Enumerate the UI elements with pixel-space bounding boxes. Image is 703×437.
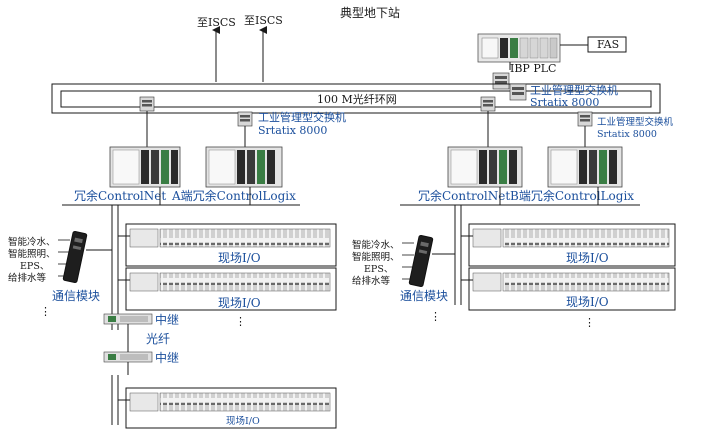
controlnet-b-label: 冗余ControlNet	[418, 188, 510, 203]
switch-b-side	[577, 111, 593, 127]
ellipsis-b-1: ⋮	[584, 316, 595, 329]
fas-box: FAS	[587, 36, 627, 53]
controlnet-a-label: 冗余ControlNet	[74, 188, 166, 203]
link-lines-b	[487, 111, 586, 147]
subsystem-b-1: 智能冷水、	[352, 239, 400, 251]
switch-b-label-2: Srtatix 8000	[597, 129, 657, 140]
fas-label: FAS	[597, 38, 619, 51]
ring-switch-main-label-1: 工业管理型交换机	[530, 83, 618, 97]
field-io-b-2: 现场I/O	[566, 295, 609, 309]
field-io-a-3: 现场I/O	[226, 416, 260, 427]
to-iscs-left-label: 至ISCS	[197, 16, 236, 29]
switch-a-label-1: 工业管理型交换机	[258, 110, 346, 124]
logix-a-label: A端冗余ControlLogix	[171, 188, 296, 203]
repeater-a-2-label: 中继	[155, 350, 179, 365]
repeater-a-1	[103, 313, 153, 325]
ring-switch-main-label-2: Srtatix 8000	[530, 96, 599, 109]
subsystem-b-4: 给排水等	[352, 275, 391, 287]
io-rack-a-2	[118, 267, 337, 311]
subsystem-a-1: 智能冷水、	[8, 236, 56, 248]
fiber-label: 光纤	[146, 332, 170, 346]
io-rack-b-2	[461, 267, 676, 311]
comm-module-b	[408, 234, 434, 288]
switch-b-label-1: 工业管理型交换机	[597, 116, 674, 128]
repeater-a-1-label: 中继	[155, 312, 179, 327]
ellipsis-a-1: ⋮	[235, 315, 246, 328]
io-rack-b-1	[461, 223, 676, 267]
ibp-plc-device	[477, 33, 561, 63]
controllogix-a-2	[205, 146, 283, 188]
to-iscs-right: 至ISCS	[244, 14, 283, 82]
fiber-ring-network	[51, 83, 661, 114]
comm-module-b-label: 通信模块	[400, 289, 448, 303]
ring-switch-main	[509, 83, 527, 101]
field-io-a-2: 现场I/O	[218, 296, 261, 310]
repeater-a-2	[103, 351, 153, 363]
subsystems-a: 智能冷水、 智能照明、 EPS、 给排水等	[8, 236, 56, 284]
subsystem-a-4: 给排水等	[8, 272, 47, 284]
bus-b-vertical	[454, 205, 462, 305]
link-lines-a	[146, 111, 246, 147]
subsystem-a-2: 智能照明、	[8, 248, 56, 260]
controllogix-a-1	[109, 146, 181, 188]
controllogix-b-1	[447, 146, 523, 188]
to-iscs-right-label: 至ISCS	[244, 14, 283, 27]
ellipsis-b-2: ⋮	[430, 310, 441, 323]
subsystem-b-3: EPS、	[364, 264, 393, 275]
io-rack-a-3	[118, 387, 337, 429]
ring-switch-a	[139, 96, 155, 112]
comm-module-a	[62, 230, 88, 284]
subsystems-b: 智能冷水、 智能照明、 EPS、 给排水等	[352, 239, 400, 287]
subsystem-a-3: EPS、	[20, 261, 49, 272]
page-title: 典型地下站	[340, 6, 400, 20]
logix-b-label: B端冗余ControlLogix	[510, 188, 634, 203]
controllogix-b-2	[547, 146, 623, 188]
ring-switch-b	[480, 96, 496, 112]
ibp-plc-label: IBP PLC	[510, 62, 556, 75]
field-io-a-1: 现场I/O	[218, 251, 261, 265]
ibp-switch	[492, 72, 510, 90]
subsystem-b-lines	[402, 242, 414, 280]
ellipsis-a-2: ⋮	[40, 305, 51, 318]
field-io-b-1: 现场I/O	[566, 251, 609, 265]
ring-label: 100 M光纤环网	[317, 92, 397, 106]
switch-a-label-2: Srtatix 8000	[258, 124, 327, 137]
subsystem-b-2: 智能照明、	[352, 251, 400, 263]
io-rack-a-1	[118, 223, 337, 267]
to-iscs-left: 至ISCS	[197, 16, 236, 82]
switch-a-side	[237, 111, 253, 127]
comm-module-a-label: 通信模块	[52, 289, 100, 303]
